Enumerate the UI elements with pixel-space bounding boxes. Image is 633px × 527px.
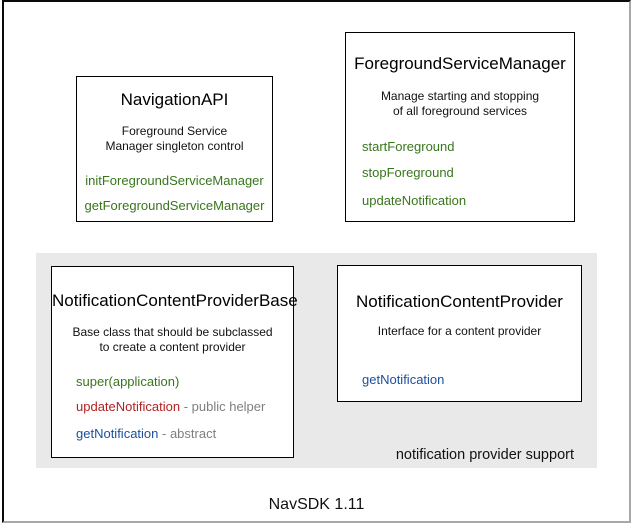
method-updateNotification: updateNotification: [362, 193, 466, 209]
class-title: NotificationContentProviderBase: [52, 291, 298, 310]
method-super-application: super(application): [76, 374, 179, 390]
method-updateNotification: updateNotification - public helper: [76, 399, 265, 415]
class-description: Interface for a content provider: [338, 324, 581, 339]
method-label: getForegroundServiceManager: [84, 198, 265, 213]
method-annotation: - public helper: [180, 399, 266, 414]
class-description-line: Base class that should be subclassed: [72, 325, 273, 339]
class-description-line: Manage starting and stopping: [380, 89, 540, 103]
method-annotation: - abstract: [158, 426, 217, 441]
method-getNotification: getNotification: [362, 372, 444, 388]
method-startForeground: startForeground: [362, 139, 455, 155]
method-stopForeground: stopForeground: [362, 165, 454, 181]
class-description-line: of all foreground services: [392, 104, 528, 118]
class-box-notification-content-provider: NotificationContentProvider Interface fo…: [337, 265, 582, 402]
class-box-navigation-api: NavigationAPI Foreground Service Manager…: [76, 76, 273, 222]
method-getForegroundServiceManager: getForegroundServiceManager: [77, 198, 272, 214]
class-description-line: Manager singleton control: [105, 139, 244, 153]
class-box-notification-content-provider-base: NotificationContentProviderBase Base cla…: [51, 266, 298, 458]
method-getNotification: getNotification - abstract: [76, 426, 216, 442]
class-description-line: Interface for a content provider: [377, 324, 542, 338]
method-label: updateNotification: [362, 193, 467, 208]
diagram-footer-label: NavSDK 1.11: [268, 496, 365, 513]
notification-group-label: notification provider support: [395, 447, 574, 463]
class-description-line: to create a content provider: [99, 340, 246, 354]
method-label: getNotification: [362, 372, 445, 387]
class-title: NavigationAPI: [120, 90, 229, 109]
class-description: Manage starting and stopping of all fore…: [346, 89, 574, 119]
method-label: startForeground: [362, 139, 455, 154]
class-description: Base class that should be subclassed to …: [52, 325, 293, 355]
class-title: NotificationContentProvider: [356, 292, 563, 311]
method-initForegroundServiceManager: initForegroundServiceManager: [77, 173, 272, 189]
method-label: initForegroundServiceManager: [85, 173, 264, 188]
method-label: super(application): [76, 374, 180, 389]
class-description-line: Foreground Service: [121, 124, 228, 138]
class-description: Foreground Service Manager singleton con…: [77, 124, 272, 154]
class-box-foreground-service-manager: ForegroundServiceManager Manage starting…: [345, 32, 575, 222]
method-label: getNotification: [76, 426, 159, 441]
method-label: stopForeground: [362, 165, 454, 180]
method-label: updateNotification: [76, 399, 181, 414]
class-title: ForegroundServiceManager: [354, 54, 566, 73]
